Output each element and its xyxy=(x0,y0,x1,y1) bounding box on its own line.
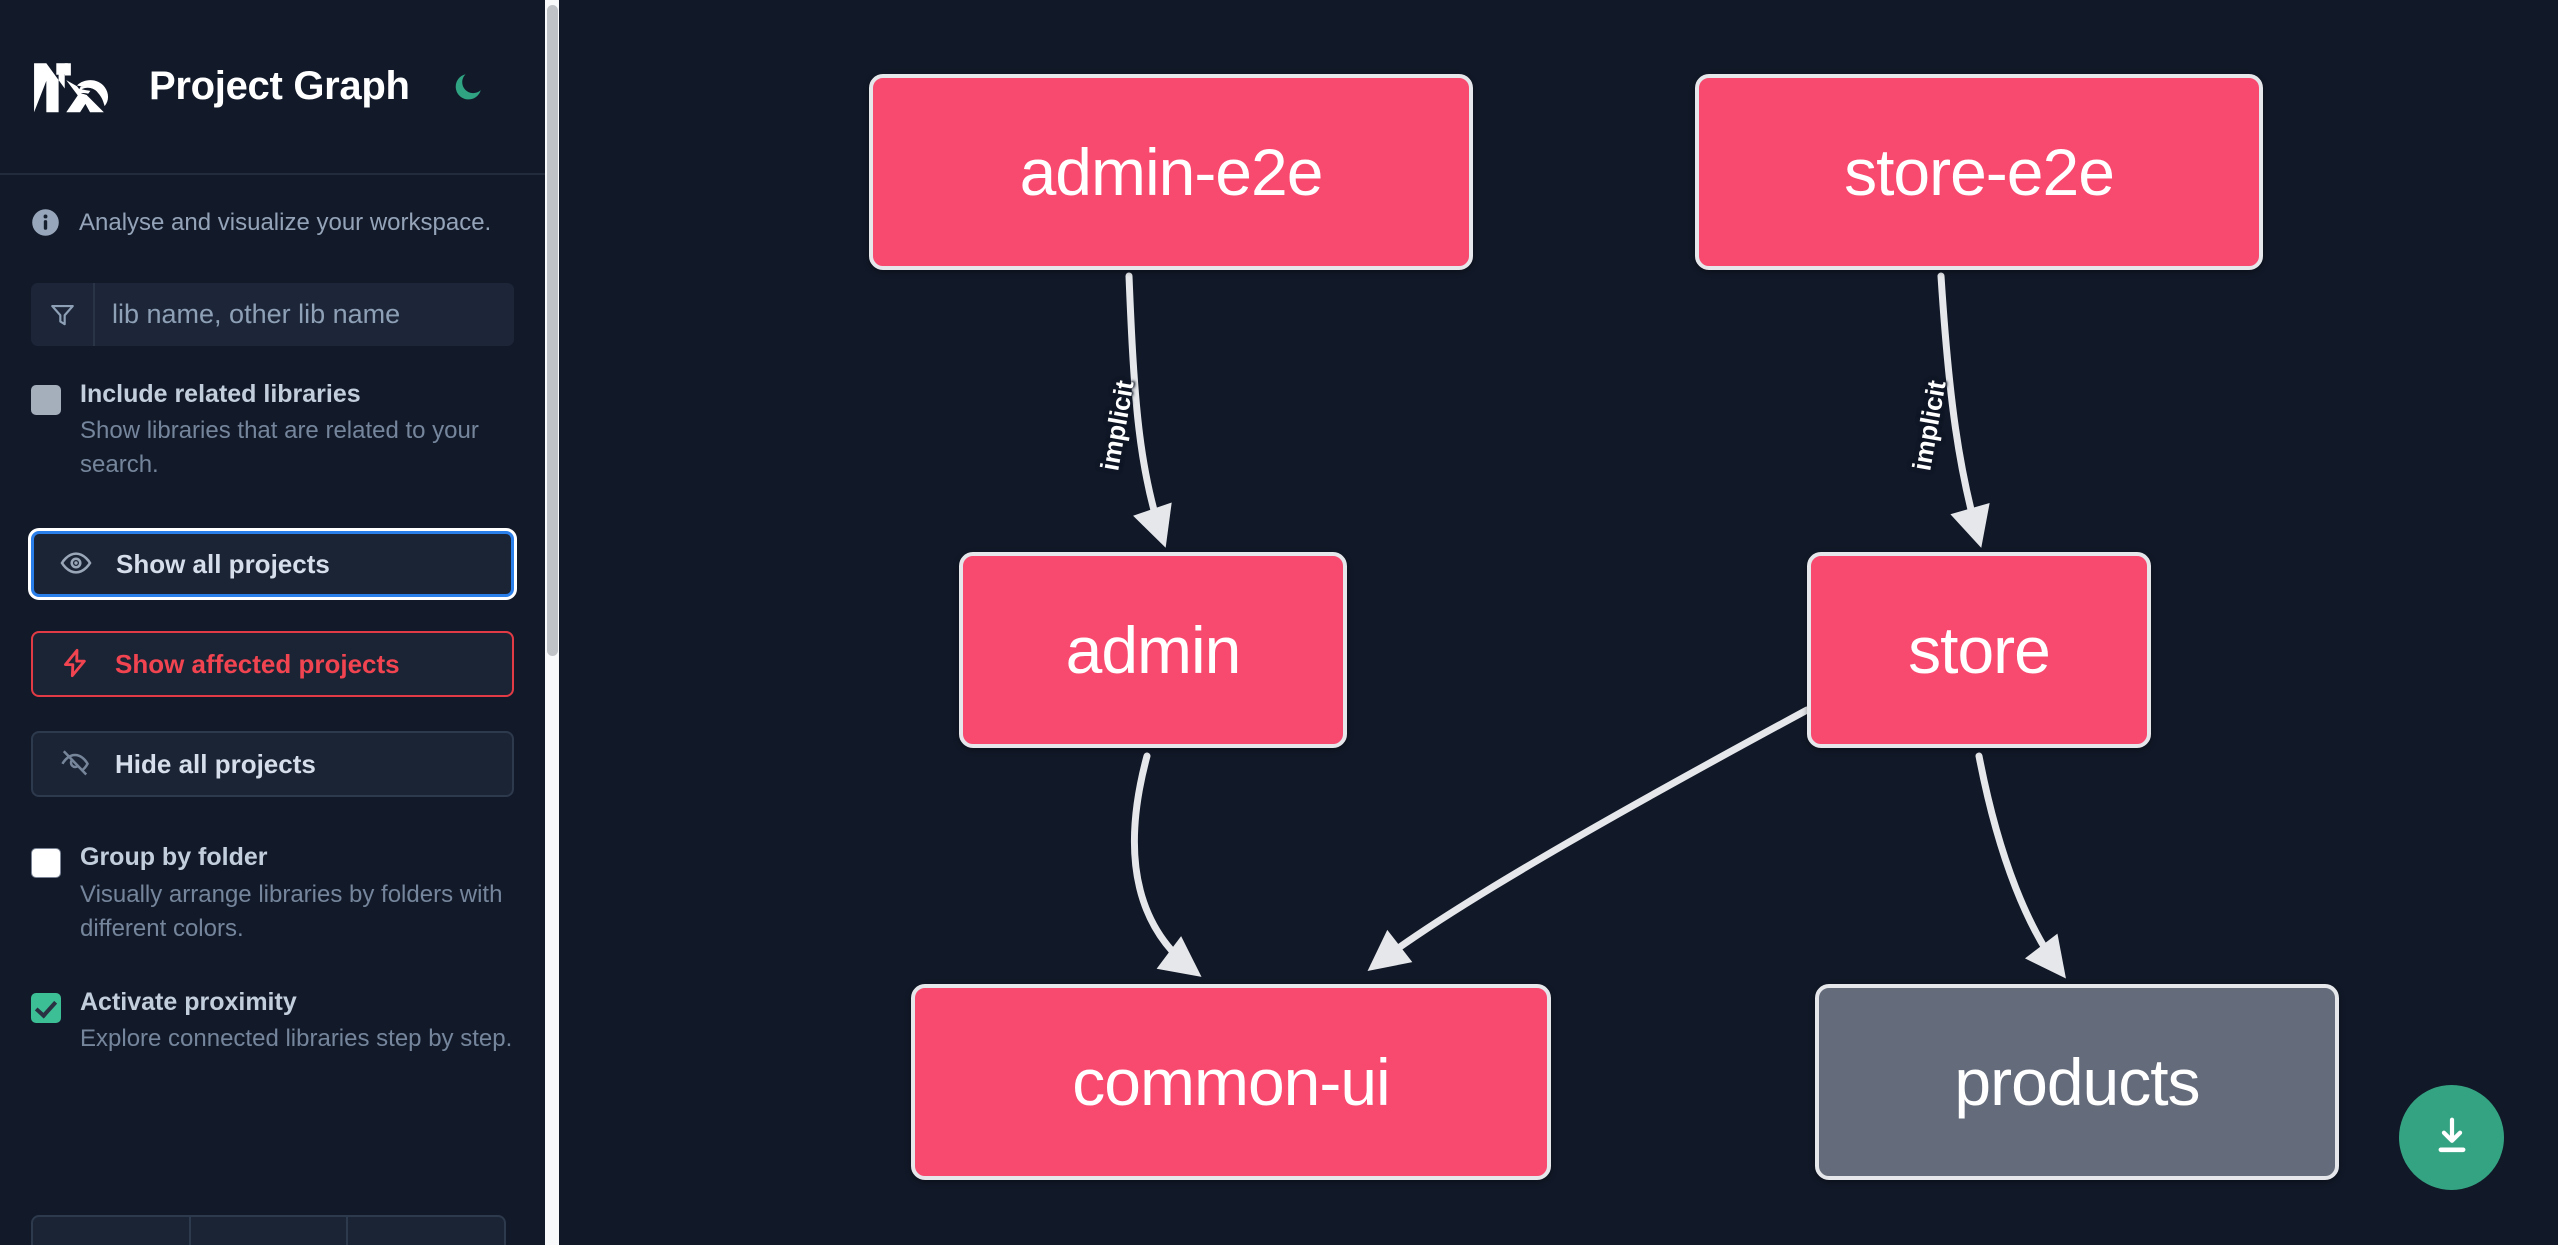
show-affected-projects-label: Show affected projects xyxy=(115,648,400,679)
show-all-projects-label: Show all projects xyxy=(116,548,330,579)
sidebar-info-text: Analyse and visualize your workspace. xyxy=(79,208,492,236)
graph-node-store-e2e[interactable]: store-e2e xyxy=(1695,74,2263,270)
checkbox-activate-proximity-box[interactable] xyxy=(31,992,61,1023)
eye-off-icon xyxy=(59,747,91,782)
page-title: Project Graph xyxy=(149,64,410,108)
show-all-projects-button[interactable]: Show all projects xyxy=(31,531,514,598)
download-button[interactable] xyxy=(2399,1085,2504,1190)
sidebar-scrollbar-thumb[interactable] xyxy=(547,5,558,656)
graph-node-admin-e2e[interactable]: admin-e2e xyxy=(869,74,1473,270)
checkbox-group-by-folder[interactable]: Group by folder Visually arrange librari… xyxy=(0,842,545,945)
edge-store-e2e-store xyxy=(1937,272,1990,548)
checkbox-group-by-folder-description: Visually arrange libraries by folders wi… xyxy=(80,880,503,942)
graph-node-admin-e2e-label: admin-e2e xyxy=(1019,135,1324,209)
checkbox-include-related-libraries-box[interactable] xyxy=(31,385,61,415)
moon-icon[interactable] xyxy=(446,65,490,109)
checkbox-group-by-folder-label: Group by folder xyxy=(80,843,268,872)
proximity-step-increase[interactable] xyxy=(348,1217,504,1245)
graph-node-store[interactable]: store xyxy=(1807,552,2151,748)
graph-node-admin-label: admin xyxy=(1065,613,1242,687)
checkbox-activate-proximity-label: Activate proximity xyxy=(80,987,297,1016)
show-affected-projects-button[interactable]: Show affected projects xyxy=(31,631,514,698)
graph-node-common-ui[interactable]: common-ui xyxy=(911,984,1551,1180)
info-icon xyxy=(31,208,60,237)
hide-all-projects-button[interactable]: Hide all projects xyxy=(31,731,514,798)
sidebar-header: Project Graph xyxy=(0,0,545,175)
sidebar-scrollbar[interactable] xyxy=(545,0,559,1245)
graph-node-products-label: products xyxy=(1954,1045,2200,1119)
graph-node-products[interactable]: products xyxy=(1815,984,2339,1180)
checkbox-activate-proximity-description: Explore connected libraries step by step… xyxy=(80,1025,513,1053)
graph-canvas[interactable]: admin-e2e store-e2e admin store common-u… xyxy=(559,0,2558,1245)
nx-logo-icon xyxy=(31,56,123,118)
checkbox-include-related-libraries-label: Include related libraries xyxy=(80,380,361,408)
sidebar-info: Analyse and visualize your workspace. xyxy=(0,175,545,237)
proximity-step-decrease[interactable] xyxy=(33,1217,191,1245)
checkbox-group-by-folder-box[interactable] xyxy=(31,848,61,879)
checkbox-activate-proximity[interactable]: Activate proximity Explore connected lib… xyxy=(0,987,545,1056)
edge-admin-e2e-admin xyxy=(1125,272,1172,548)
checkbox-include-related-libraries-description: Show libraries that are related to your … xyxy=(80,417,479,479)
graph-edges xyxy=(1125,272,2066,979)
filter-icon xyxy=(31,283,95,346)
graph-node-store-e2e-label: store-e2e xyxy=(1844,135,2115,209)
search-input[interactable] xyxy=(95,283,514,346)
eye-icon xyxy=(60,547,92,582)
sidebar: Project Graph Analyse and visualize your… xyxy=(0,0,559,1245)
edge-store-products xyxy=(1975,752,2066,979)
graph-node-common-ui-label: common-ui xyxy=(1072,1045,1390,1119)
graph-node-admin[interactable]: admin xyxy=(959,552,1347,748)
graph-node-store-label: store xyxy=(1908,613,2051,687)
proximity-step-value[interactable] xyxy=(191,1217,349,1245)
search-bar xyxy=(31,283,514,346)
projects-button-group: Show all projects Show affected projects xyxy=(0,531,545,798)
edge-admin-common-ui xyxy=(1130,752,1202,977)
hide-all-projects-label: Hide all projects xyxy=(115,748,316,779)
download-icon xyxy=(2429,1113,2475,1162)
checkbox-include-related-libraries[interactable]: Include related libraries Show libraries… xyxy=(0,379,545,482)
proximity-step-button-group[interactable] xyxy=(31,1215,506,1245)
edge-store-common-ui xyxy=(1367,706,1811,972)
lightning-bolt-icon xyxy=(59,647,91,682)
